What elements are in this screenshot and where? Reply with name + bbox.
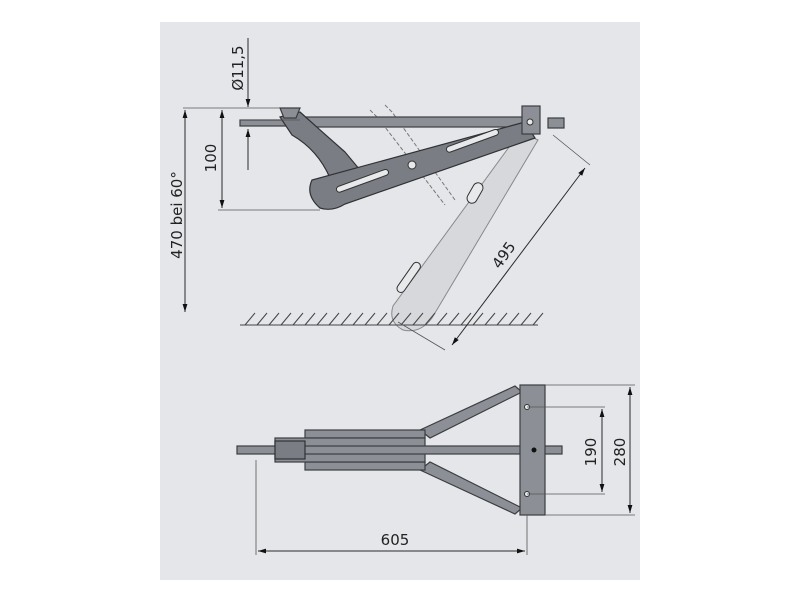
hatch-line (340, 312, 352, 326)
hatch-line (328, 312, 340, 326)
dim-height-extended: 470 bei 60° (168, 171, 186, 259)
hatch-line (388, 312, 400, 326)
hatch-line (256, 312, 268, 326)
hatch-line (436, 312, 448, 326)
top-view: 605 190 280 (236, 384, 635, 555)
dim-plate-width: 280 (611, 438, 629, 467)
pivot-bracket (279, 107, 301, 119)
dim-height-folded: 100 (202, 144, 220, 173)
hatch-line (424, 312, 436, 326)
hatch-line (400, 312, 412, 326)
hatch-line (292, 312, 304, 326)
hatch-line (244, 312, 256, 326)
hatch-line (352, 312, 364, 326)
dim-diameter: Ø11,5 (229, 45, 247, 90)
spindle-rod (289, 116, 526, 128)
side-view: 470 bei 60° 100 Ø11,5 495 (168, 38, 591, 351)
hatch-line (316, 312, 328, 326)
hatch-line (364, 312, 376, 326)
hatch-line (280, 312, 292, 326)
hatch-line (376, 312, 388, 326)
hatch-line (304, 312, 316, 326)
spindle-rod-top (236, 445, 563, 455)
hatch-line (268, 312, 280, 326)
dim-total-length: 605 (381, 531, 410, 549)
lower-arm (309, 121, 536, 210)
hatch-line (412, 312, 424, 326)
dim-hole-spacing: 190 (582, 438, 600, 467)
